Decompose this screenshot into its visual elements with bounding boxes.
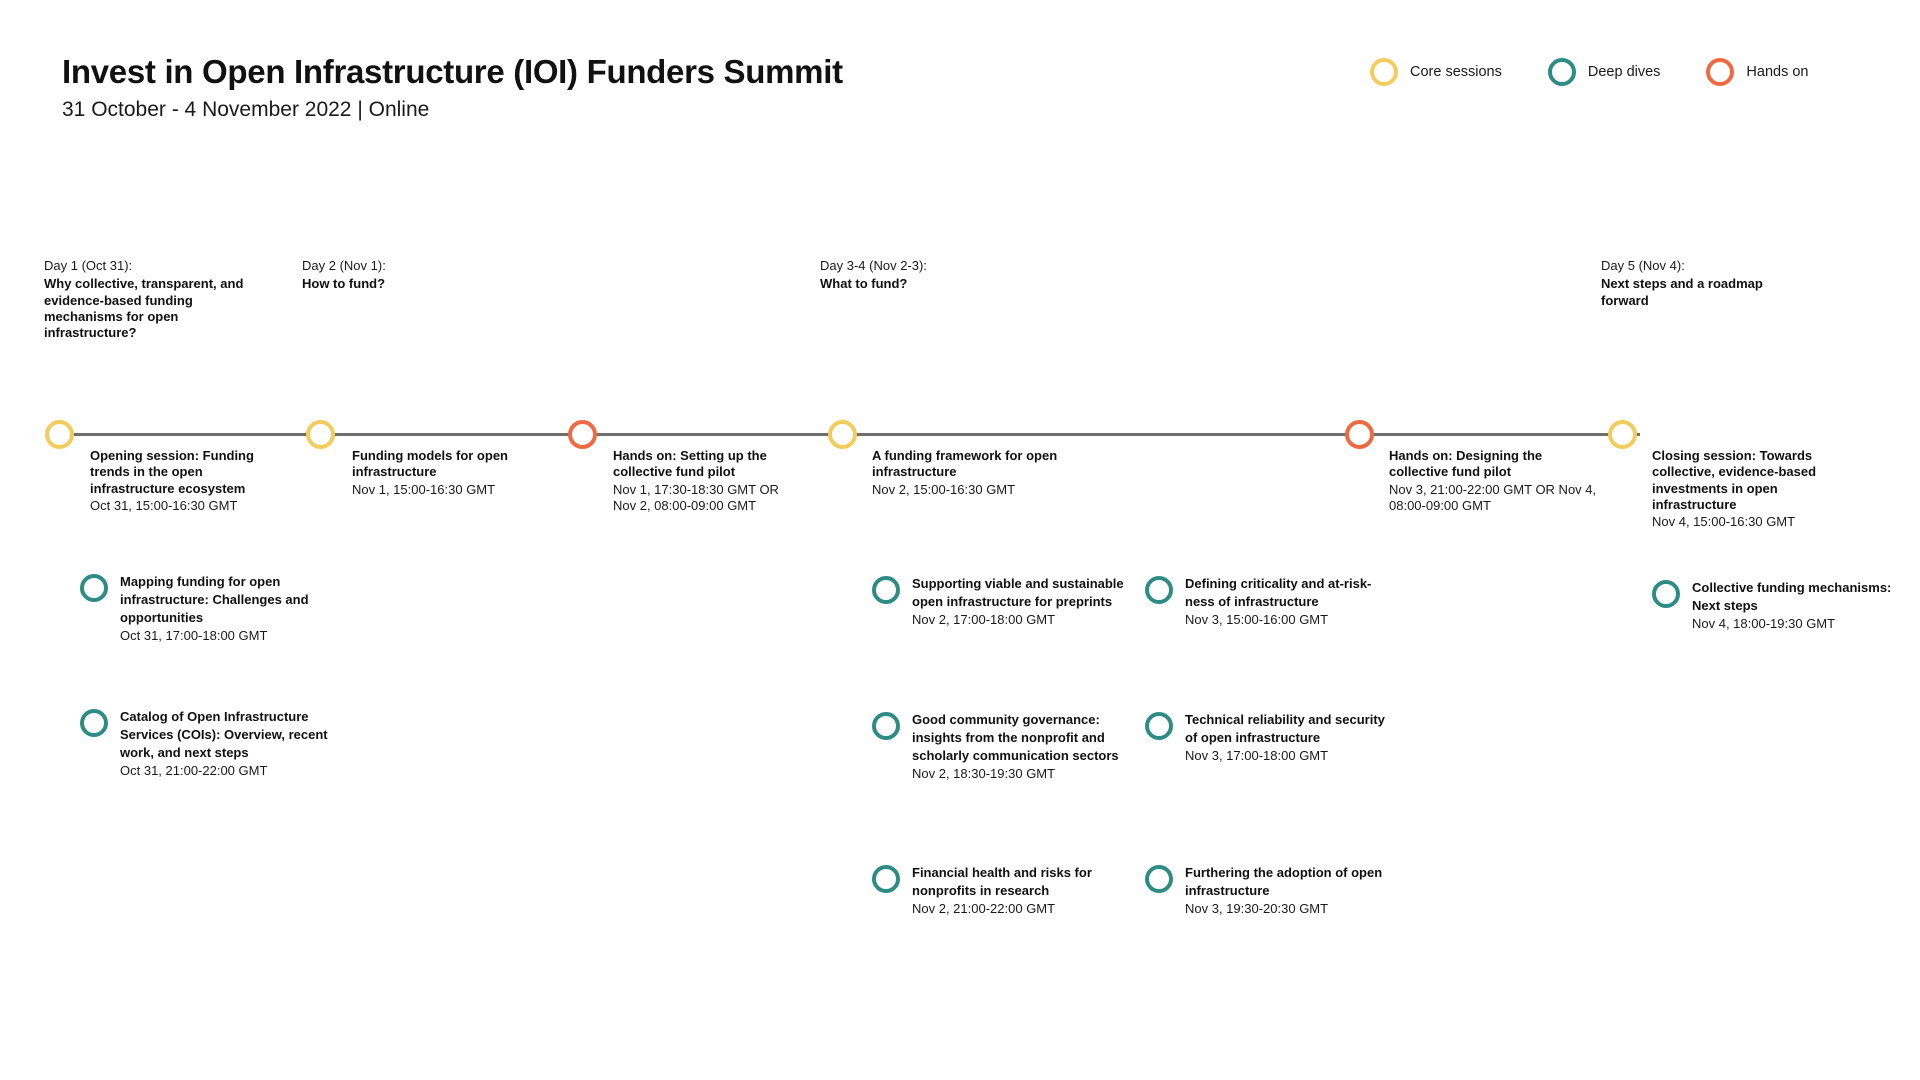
entry-time: Nov 1, 17:30-18:30 GMT OR Nov 2, 08:00-0… xyxy=(613,481,779,513)
timeline-entry-funding-models[interactable]: Funding models for open infrastructure N… xyxy=(352,448,542,498)
deep-dive-title: Furthering the adoption of open infrastr… xyxy=(1185,865,1383,898)
day-header-4: Day 5 (Nov 4): Next steps and a roadmap … xyxy=(1601,258,1811,309)
day-when: Day 1 (Oct 31): xyxy=(44,258,133,273)
deep-dive-title: Financial health and risks for nonprofit… xyxy=(912,865,1092,898)
entry-title: A funding framework for open infrastruct… xyxy=(872,448,1058,480)
timeline-node-hands-on-2[interactable] xyxy=(1345,420,1374,449)
timeline-node-hands-on-1[interactable] xyxy=(568,420,597,449)
timeline-entry-hands-on-designing[interactable]: Hands on: Designing the collective fund … xyxy=(1389,448,1599,514)
circle-ring-icon xyxy=(1370,58,1398,86)
deep-dive-financial-health[interactable]: Financial health and risks for nonprofit… xyxy=(872,864,1127,917)
deep-dive-time: Nov 2, 17:00-18:00 GMT xyxy=(912,612,1056,627)
deep-dive-furthering-adoption[interactable]: Furthering the adoption of open infrastr… xyxy=(1145,864,1395,917)
deep-dive-title: Defining criticality and at-risk-ness of… xyxy=(1185,576,1372,609)
entry-time: Nov 1, 15:00-16:30 GMT xyxy=(352,481,496,497)
deep-dive-title: Collective funding mechanisms: Next step… xyxy=(1692,580,1892,613)
circle-ring-icon xyxy=(80,709,108,737)
day-header-1: Day 1 (Oct 31): Why collective, transpar… xyxy=(44,258,254,341)
legend: Core sessions Deep dives Hands on xyxy=(1370,58,1809,86)
deep-dive-supporting-preprints[interactable]: Supporting viable and sustainable open i… xyxy=(872,575,1127,628)
entry-time: Nov 2, 15:00-16:30 GMT xyxy=(872,481,1016,497)
deep-dive-title: Mapping funding for open infrastructure:… xyxy=(120,574,309,625)
circle-ring-icon xyxy=(1145,865,1173,893)
entry-title: Funding models for open infrastructure xyxy=(352,448,508,480)
day-theme: Why collective, transparent, and evidenc… xyxy=(44,276,244,340)
entry-title: Opening session: Funding trends in the o… xyxy=(90,448,254,496)
day-when: Day 5 (Nov 4): xyxy=(1601,258,1685,273)
deep-dive-title: Technical reliability and security of op… xyxy=(1185,712,1385,745)
circle-ring-icon xyxy=(1706,58,1735,86)
circle-ring-icon xyxy=(1145,576,1173,604)
deep-dive-collective-funding-next-steps[interactable]: Collective funding mechanisms: Next step… xyxy=(1652,579,1902,632)
page-subtitle: 31 October - 4 November 2022 | Online xyxy=(62,98,430,121)
deep-dive-good-community-governance[interactable]: Good community governance: insights from… xyxy=(872,711,1127,782)
legend-item-deep-dives: Deep dives xyxy=(1547,58,1661,86)
deep-dive-catalog-cois[interactable]: Catalog of Open Infrastructure Services … xyxy=(80,708,340,779)
deep-dive-time: Nov 3, 15:00-16:00 GMT xyxy=(1185,612,1329,627)
deep-dive-time: Oct 31, 21:00-22:00 GMT xyxy=(120,763,268,778)
legend-item-core: Core sessions xyxy=(1370,58,1502,86)
day-when: Day 2 (Nov 1): xyxy=(302,258,386,273)
legend-label: Core sessions xyxy=(1410,64,1502,80)
deep-dive-time: Nov 3, 17:00-18:00 GMT xyxy=(1185,748,1329,763)
deep-dive-title: Supporting viable and sustainable open i… xyxy=(912,576,1124,609)
legend-item-hands-on: Hands on xyxy=(1706,58,1809,86)
deep-dive-defining-criticality[interactable]: Defining criticality and at-risk-ness of… xyxy=(1145,575,1395,628)
entry-time: Nov 4, 15:00-16:30 GMT xyxy=(1652,514,1796,529)
legend-label: Deep dives xyxy=(1587,64,1661,80)
entry-title: Hands on: Designing the collective fund … xyxy=(1389,448,1543,480)
entry-title: Hands on: Setting up the collective fund… xyxy=(613,448,767,480)
entry-title: Closing session: Towards collective, evi… xyxy=(1652,448,1817,512)
timeline-entry-funding-framework[interactable]: A funding framework for open infrastruct… xyxy=(872,448,1067,498)
deep-dive-time: Nov 2, 18:30-19:30 GMT xyxy=(912,766,1056,781)
timeline-node-core-3[interactable] xyxy=(828,420,857,449)
circle-ring-icon xyxy=(1652,580,1680,608)
day-header-2: Day 2 (Nov 1): How to fund? xyxy=(302,258,512,293)
circle-ring-icon xyxy=(1145,712,1173,740)
circle-ring-icon xyxy=(872,712,900,740)
timeline-node-core-1[interactable] xyxy=(45,420,74,449)
timeline-entry-hands-on-setting-up[interactable]: Hands on: Setting up the collective fund… xyxy=(613,448,803,514)
timeline-node-core-4[interactable] xyxy=(1608,420,1637,449)
deep-dive-time: Oct 31, 17:00-18:00 GMT xyxy=(120,628,268,643)
deep-dive-technical-reliability[interactable]: Technical reliability and security of op… xyxy=(1145,711,1395,764)
deep-dive-mapping-funding[interactable]: Mapping funding for open infrastructure:… xyxy=(80,573,340,644)
timeline-entry-closing-session[interactable]: Closing session: Towards collective, evi… xyxy=(1652,448,1852,530)
deep-dive-time: Nov 2, 21:00-22:00 GMT xyxy=(912,901,1056,916)
circle-ring-icon xyxy=(80,574,108,602)
day-theme: What to fund? xyxy=(820,276,908,292)
deep-dive-title: Catalog of Open Infrastructure Services … xyxy=(120,709,328,760)
timeline-entry-opening-session[interactable]: Opening session: Funding trends in the o… xyxy=(90,448,285,514)
entry-time: Nov 3, 21:00-22:00 GMT OR Nov 4, 08:00-0… xyxy=(1389,481,1597,513)
legend-label: Hands on xyxy=(1746,64,1809,80)
day-header-3: Day 3-4 (Nov 2-3): What to fund? xyxy=(820,258,1060,293)
page-title: Invest in Open Infrastructure (IOI) Fund… xyxy=(62,53,843,90)
circle-ring-icon xyxy=(872,576,900,604)
deep-dive-time: Nov 4, 18:00-19:30 GMT xyxy=(1692,616,1836,631)
entry-time: Oct 31, 15:00-16:30 GMT xyxy=(90,497,238,513)
circle-ring-icon xyxy=(872,865,900,893)
day-when: Day 3-4 (Nov 2-3): xyxy=(820,258,927,273)
deep-dive-time: Nov 3, 19:30-20:30 GMT xyxy=(1185,901,1329,916)
timeline-node-core-2[interactable] xyxy=(306,420,335,449)
circle-ring-icon xyxy=(1547,58,1576,86)
day-theme: Next steps and a roadmap forward xyxy=(1601,276,1763,308)
deep-dive-title: Good community governance: insights from… xyxy=(912,712,1119,763)
day-theme: How to fund? xyxy=(302,276,386,292)
